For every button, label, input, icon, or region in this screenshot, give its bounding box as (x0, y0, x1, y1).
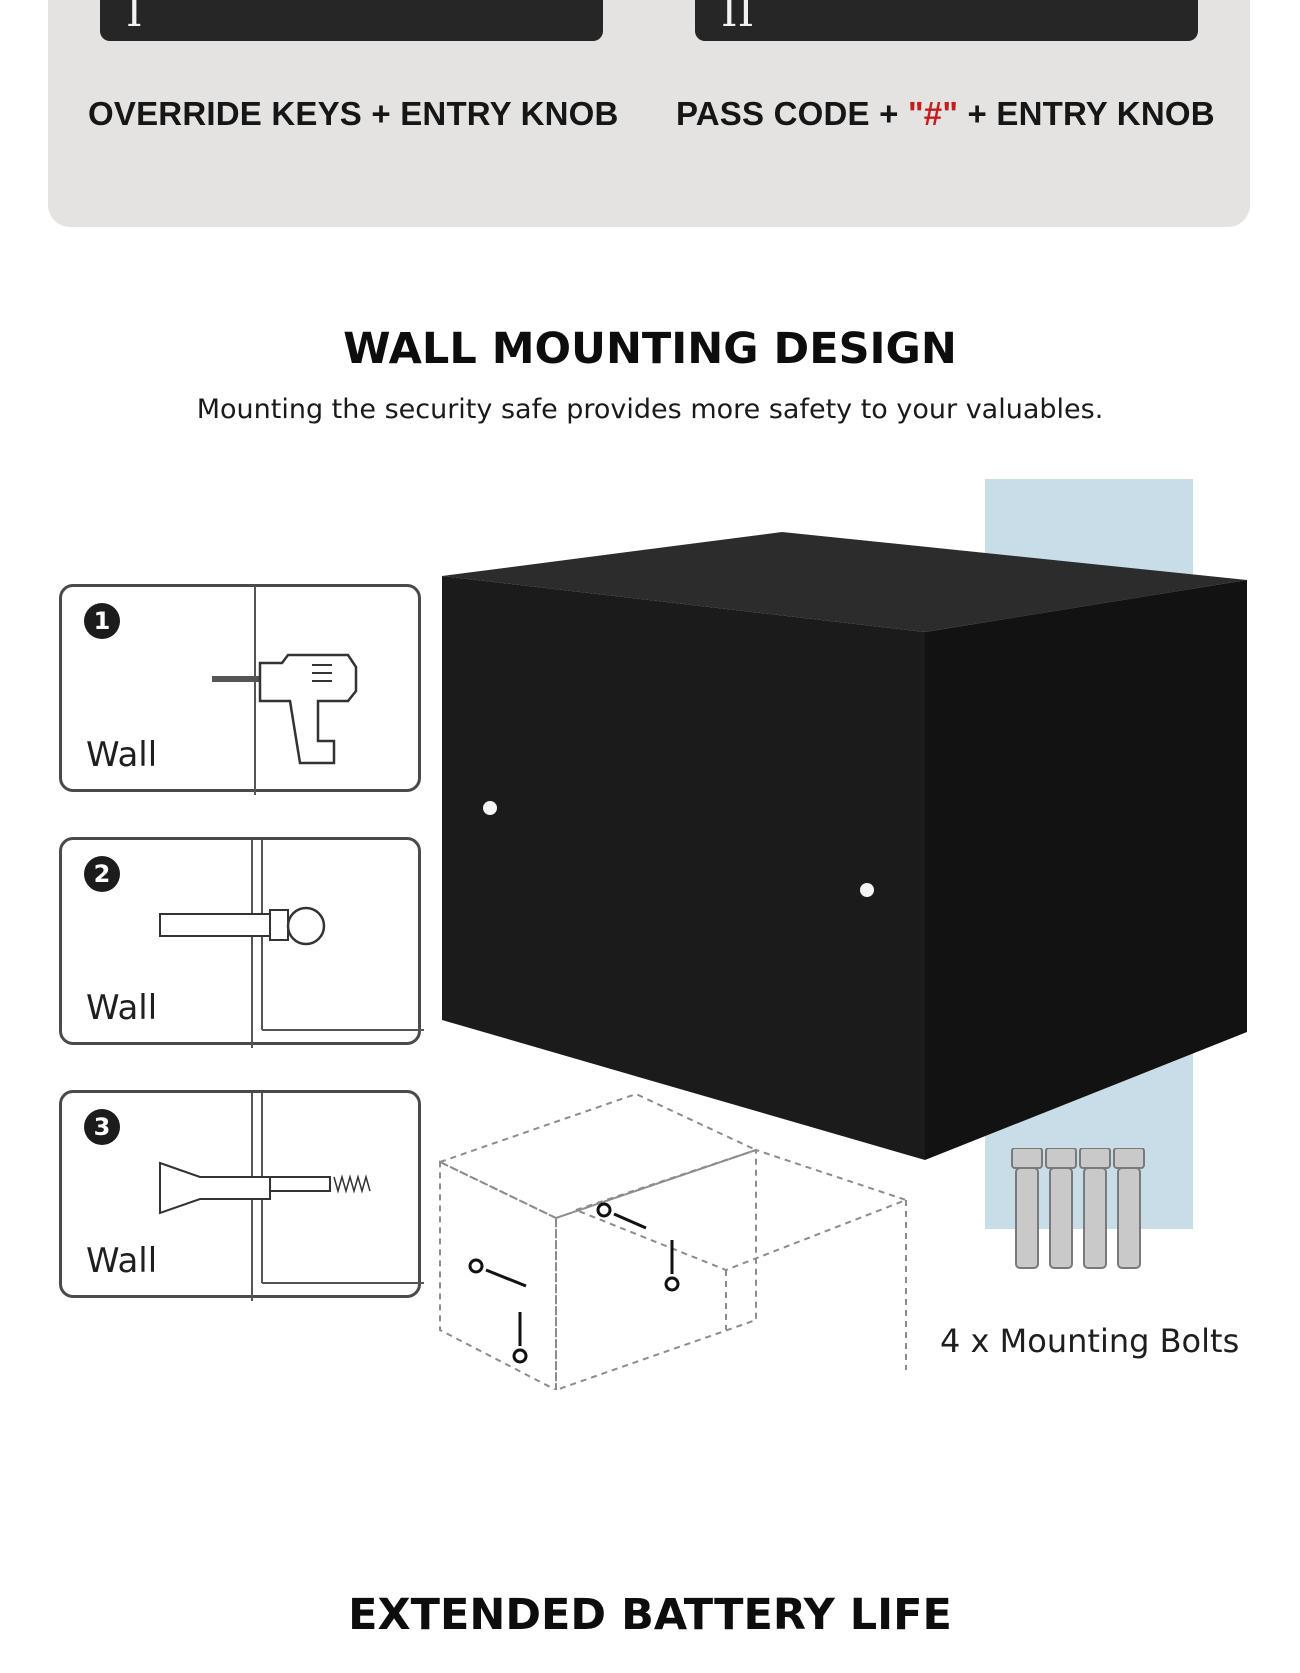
option-card-override-keys: I (100, 0, 603, 41)
step-number-badge: 3 (84, 1109, 120, 1145)
mounting-bolts-label: 4 x Mounting Bolts (940, 1322, 1240, 1360)
mounting-step-3: 3 Wall (59, 1090, 424, 1301)
wall-mounting-subtitle: Mounting the security safe provides more… (196, 394, 1104, 425)
step-number-badge: 1 (84, 603, 120, 639)
anchor-expanded-icon (159, 1093, 424, 1301)
mounting-wireframe-diagram (437, 1092, 909, 1390)
wall-label: Wall (86, 735, 158, 775)
battery-title: EXTENDED BATTERY LIFE (348, 1590, 952, 1640)
wall-label: Wall (86, 1241, 158, 1281)
step-number-badge: 2 (84, 856, 120, 892)
safe-back-illustration (442, 532, 1247, 1160)
wall-label: Wall (86, 988, 158, 1028)
option-card-pass-code: II (695, 0, 1198, 41)
option-label-override-keys: OVERRIDE KEYS + ENTRY KNOB (88, 95, 619, 132)
option-numeral: II (721, 0, 755, 36)
anchor-insert-icon (159, 840, 424, 1048)
hash-key-text: "#" (907, 95, 959, 132)
entry-options-panel: I II OVERRIDE KEYS + ENTRY KNOB PASS COD… (48, 0, 1250, 227)
mounting-bolts-icon (1011, 1148, 1145, 1269)
mounting-hole (483, 801, 497, 815)
drill-icon (212, 587, 358, 795)
option-label-pass-code: PASS CODE + "#" + ENTRY KNOB (676, 95, 1215, 132)
mounting-step-2: 2 Wall (59, 837, 424, 1048)
mounting-hole (860, 883, 874, 897)
option-numeral: I (126, 0, 143, 36)
wall-mounting-title: WALL MOUNTING DESIGN (343, 324, 957, 374)
mounting-step-1: 1 Wall (59, 584, 421, 795)
